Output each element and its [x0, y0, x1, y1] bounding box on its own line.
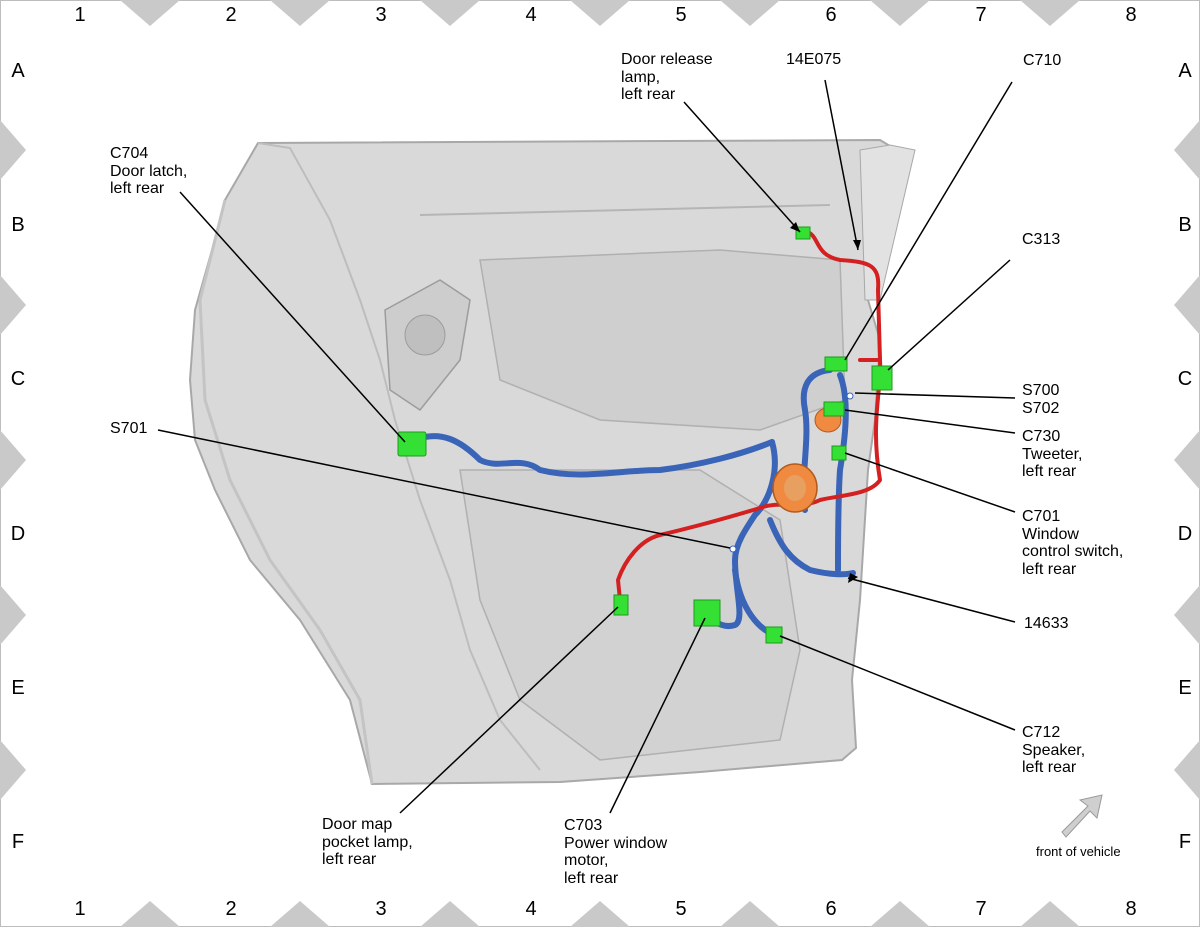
- grid-col-top: 7: [975, 4, 987, 26]
- grid-row-left: F: [11, 831, 25, 853]
- door-release-connector: [795, 226, 811, 240]
- c730-connector: [823, 401, 845, 417]
- grid-col-top: 5: [675, 4, 687, 26]
- front-of-vehicle-label: front of vehicle: [1036, 844, 1121, 859]
- grid-row-left: E: [11, 677, 25, 699]
- s701-splice: [729, 545, 737, 553]
- grid-col-bottom: 7: [975, 898, 987, 920]
- callout-14e075: 14E075: [786, 51, 842, 68]
- c704-connector: [397, 431, 427, 457]
- c703-connector: [693, 599, 721, 627]
- connectors: [397, 226, 893, 644]
- grid-col-bottom: 8: [1125, 898, 1137, 920]
- door-map-connector: [613, 594, 629, 616]
- grid-col-bottom: 5: [675, 898, 687, 920]
- grid-row-left: A: [11, 60, 25, 82]
- grid-row-right: A: [1178, 60, 1192, 82]
- grid-row-left: D: [10, 523, 26, 545]
- grid-row-right: F: [1178, 831, 1192, 853]
- callout-s701: S701: [110, 420, 148, 437]
- c701-connector: [831, 445, 847, 461]
- grid-row-right: C: [1177, 368, 1193, 390]
- callout-c730: C730 Tweeter, left rear: [1022, 428, 1083, 480]
- grid-col-top: 1: [74, 4, 86, 26]
- grid-row-left: B: [11, 214, 25, 236]
- callout-door-release-lamp: Door release lamp, left rear: [621, 51, 713, 103]
- grid-col-bottom: 4: [525, 898, 537, 920]
- callout-c704: C704 Door latch, left rear: [110, 145, 188, 197]
- leader-arrowheads: [790, 222, 861, 583]
- grid-col-bottom: 3: [375, 898, 387, 920]
- grid-col-top: 4: [525, 4, 537, 26]
- c712-connector: [765, 626, 783, 644]
- callout-c703: C703 Power window motor, left rear: [564, 817, 668, 887]
- harness-red: [616, 230, 883, 602]
- callout-s700-s702: S700 S702: [1022, 382, 1060, 417]
- grid-row-left: C: [10, 368, 26, 390]
- callout-c313: C313: [1022, 231, 1061, 248]
- s700-splice: [846, 392, 854, 400]
- grid-col-bottom: 1: [74, 898, 86, 920]
- grid-row-right: B: [1178, 214, 1192, 236]
- leader-lines: [157, 79, 1016, 814]
- grid-row-right: E: [1178, 677, 1192, 699]
- callout-c701: C701 Window control switch, left rear: [1022, 508, 1124, 578]
- c710-connector: [824, 356, 848, 372]
- grid-col-top: 8: [1125, 4, 1137, 26]
- callout-c712: C712 Speaker, left rear: [1022, 724, 1086, 776]
- callout-door-map-pocket-lamp: Door map pocket lamp, left rear: [322, 816, 413, 868]
- callout-c710: C710: [1023, 52, 1062, 69]
- grid-col-top: 2: [225, 4, 237, 26]
- grid-col-top: 6: [825, 4, 837, 26]
- callout-14633: 14633: [1024, 615, 1069, 632]
- front-arrow-icon: [1061, 794, 1103, 838]
- grid-col-bottom: 2: [225, 898, 237, 920]
- c313-connector: [871, 365, 893, 391]
- grid-row-right: D: [1177, 523, 1193, 545]
- grid-col-top: 3: [375, 4, 387, 26]
- grid-col-bottom: 6: [825, 898, 837, 920]
